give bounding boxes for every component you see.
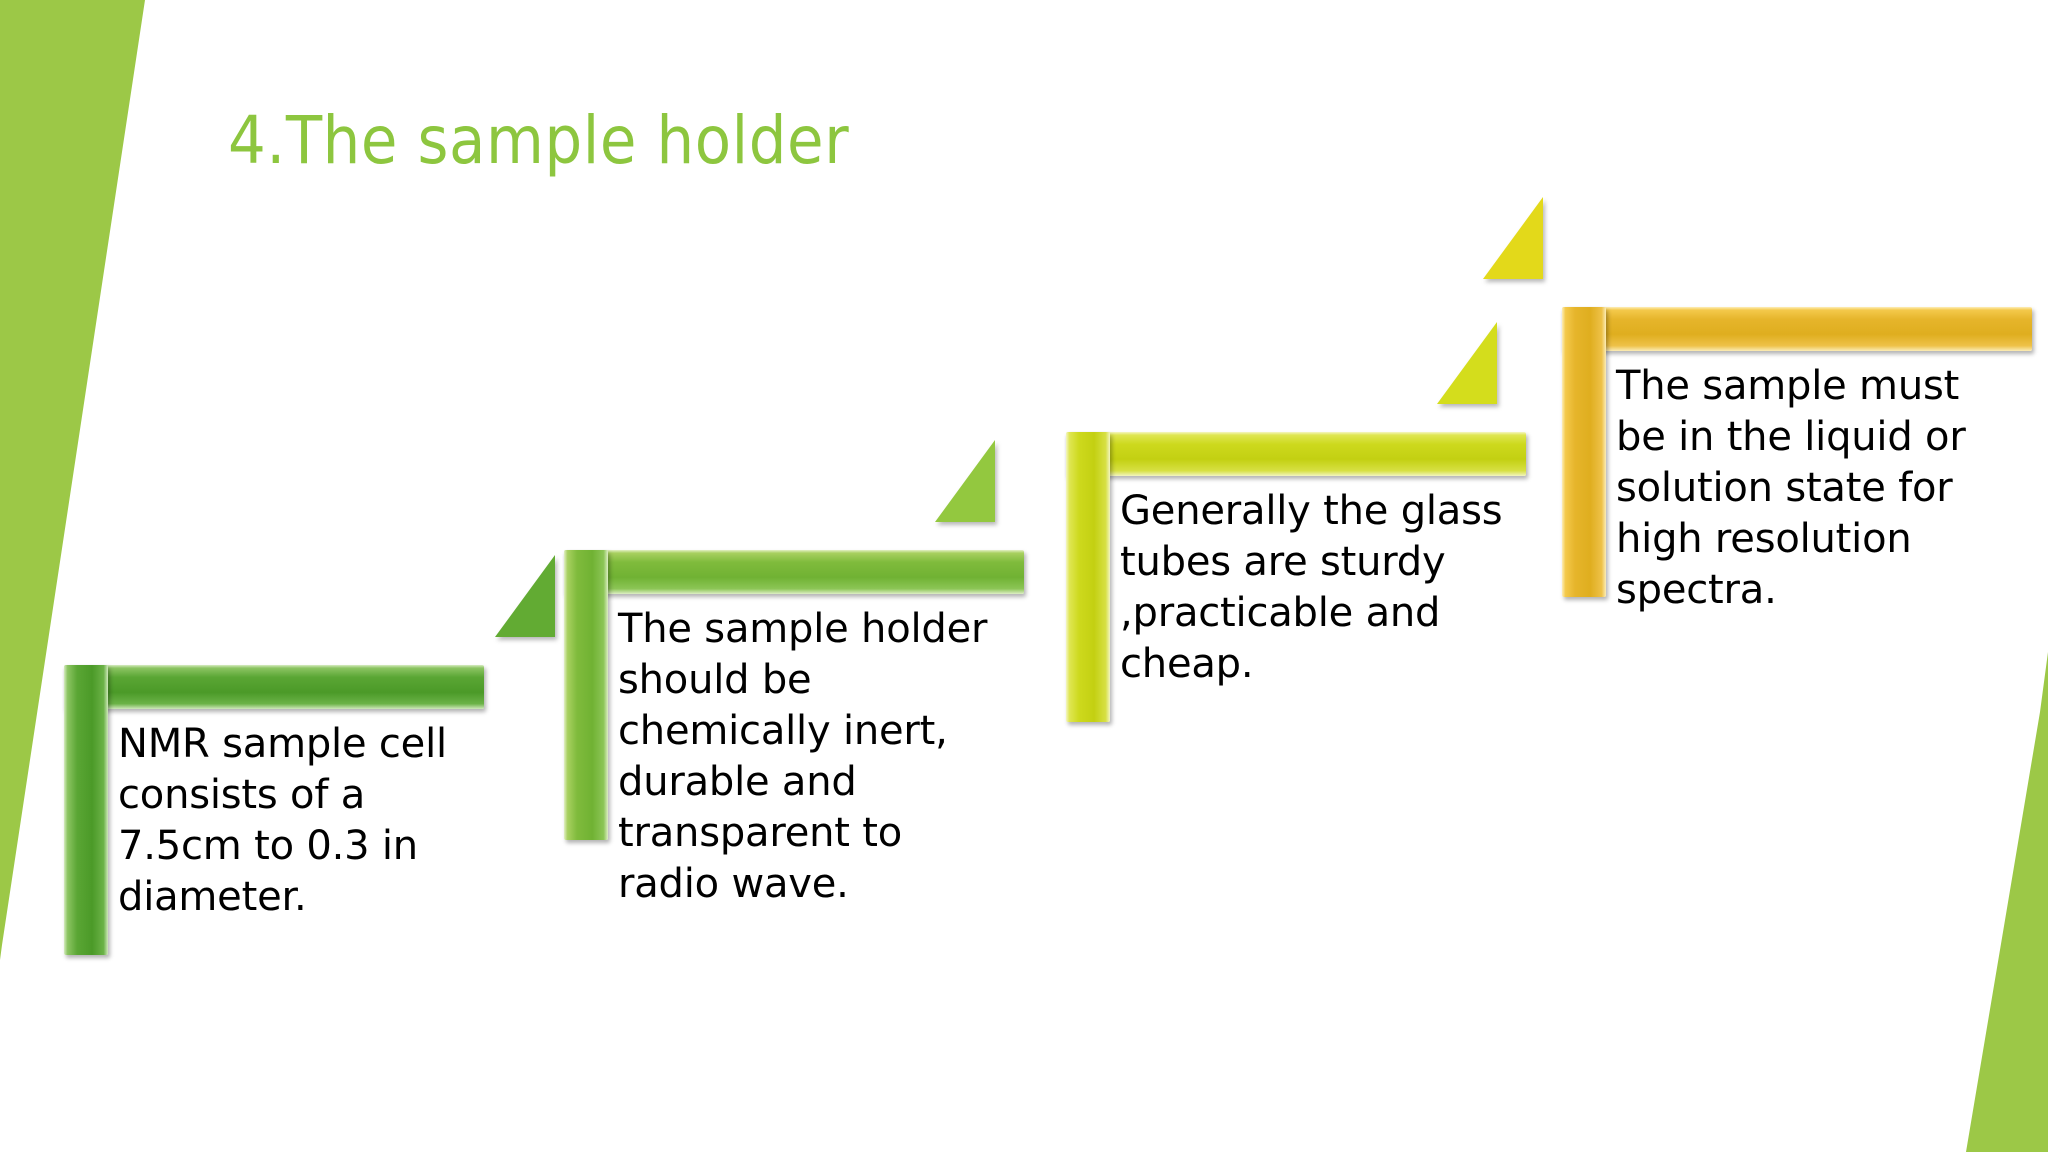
step-1-triangle-icon: [495, 555, 555, 637]
step-2-bracket-horizontal: [564, 550, 1024, 594]
step-2-triangle-icon: [935, 440, 995, 522]
step-4-bracket-vertical: [1562, 307, 1606, 597]
page-title: 4.The sample holder: [228, 102, 850, 179]
step-3-bracket-vertical: [1066, 432, 1110, 722]
step-2-text: The sample holder should be chemically i…: [618, 606, 988, 907]
step-item-2[interactable]: The sample holder should be chemically i…: [560, 440, 1024, 907]
step-1-bracket-horizontal: [64, 665, 484, 709]
step-1-bracket-vertical: [64, 665, 108, 955]
step-item-3[interactable]: Generally the glass tubes are sturdy ,pr…: [1062, 322, 1526, 722]
step-4-triangle-icon: [1483, 197, 1543, 279]
step-3-triangle-icon: [1437, 322, 1497, 404]
step-4-text: The sample must be in the liquid or solu…: [1616, 363, 1966, 613]
bottom-right-green-wedge-icon: [1966, 652, 2048, 1152]
step-3-bracket-horizontal: [1066, 432, 1526, 476]
step-item-1[interactable]: NMR sample cell consists of a 7.5cm to 0…: [60, 555, 555, 955]
step-3-text: Generally the glass tubes are sturdy ,pr…: [1120, 488, 1503, 687]
step-4-bracket-horizontal: [1562, 307, 2032, 351]
step-2-bracket-vertical: [564, 550, 608, 840]
step-1-text: NMR sample cell consists of a 7.5cm to 0…: [118, 721, 447, 920]
step-item-4[interactable]: The sample must be in the liquid or solu…: [1483, 197, 2032, 613]
